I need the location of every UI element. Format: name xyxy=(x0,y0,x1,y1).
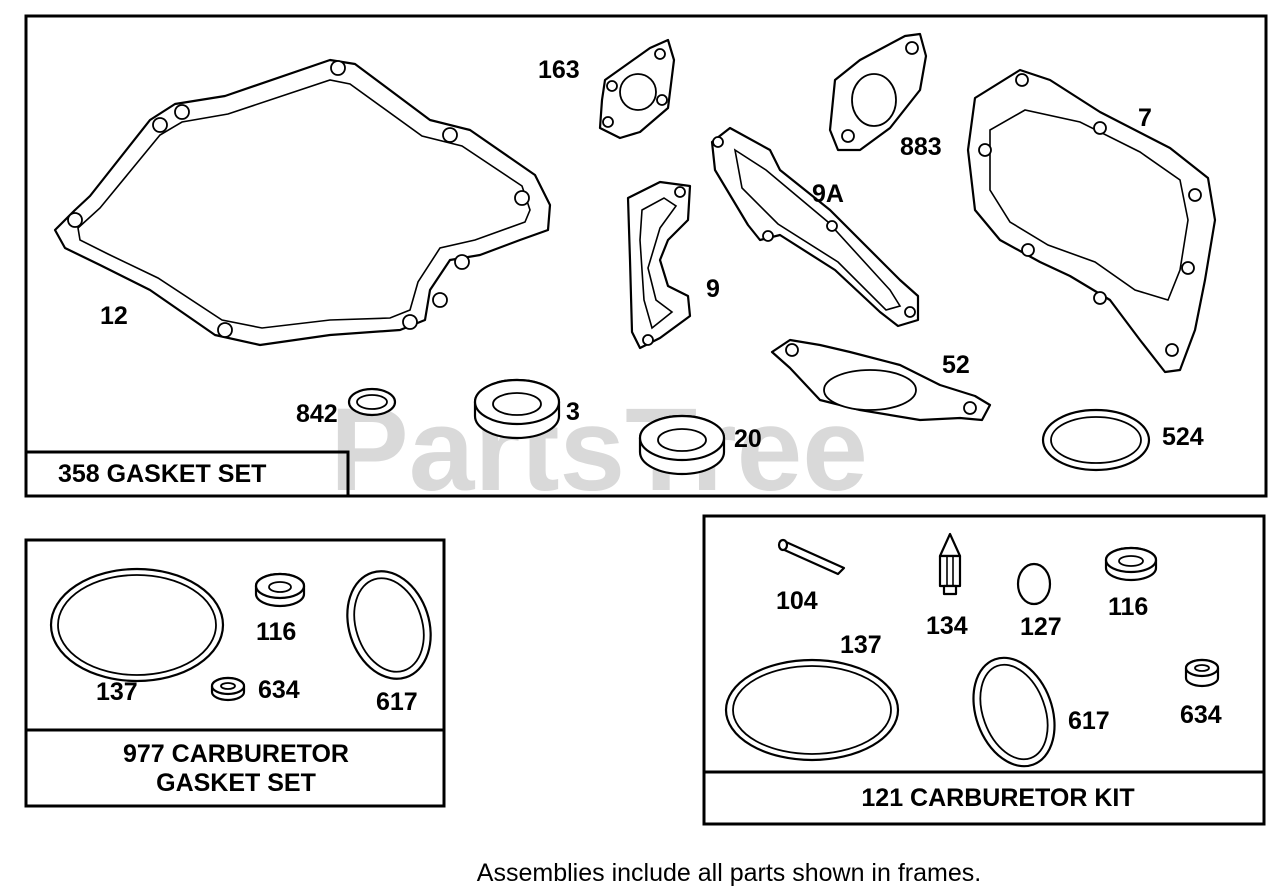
label-634-a: 634 xyxy=(258,676,300,704)
part-134-needle[interactable] xyxy=(938,532,962,596)
carb-gasket-set-border xyxy=(24,538,446,808)
label-127: 127 xyxy=(1020,613,1062,641)
part-842-ring[interactable] xyxy=(347,387,397,417)
label-842: 842 xyxy=(296,400,338,428)
part-3-seal[interactable] xyxy=(473,378,561,440)
part-634-washer-a[interactable] xyxy=(210,676,246,702)
label-883: 883 xyxy=(900,133,942,161)
part-116-washer-a[interactable] xyxy=(254,572,306,608)
carb-gasket-set-title-line1: 977 CARBURETOR xyxy=(123,740,349,768)
label-137-a: 137 xyxy=(96,678,138,706)
part-524-o-ring[interactable] xyxy=(1041,408,1151,472)
part-9-gasket[interactable] xyxy=(626,180,692,350)
part-116-washer-b[interactable] xyxy=(1104,546,1158,582)
part-137-gasket-b[interactable] xyxy=(724,658,900,762)
gasket-set-frame: 358 GASKET SET xyxy=(24,14,1268,498)
label-3: 3 xyxy=(566,398,580,426)
label-634-b: 634 xyxy=(1180,701,1222,729)
label-104: 104 xyxy=(776,587,818,615)
part-104-pin[interactable] xyxy=(777,538,846,576)
part-617-o-ring-b[interactable] xyxy=(959,646,1069,777)
label-134: 134 xyxy=(926,612,968,640)
part-127-plug[interactable] xyxy=(1016,562,1052,606)
label-20: 20 xyxy=(734,425,762,453)
part-163-gasket[interactable] xyxy=(598,38,676,140)
part-52-gasket[interactable] xyxy=(770,338,992,422)
carb-gasket-set-frame: 977 CARBURETOR GASKET SET xyxy=(24,538,446,808)
footer-note: Assemblies include all parts shown in fr… xyxy=(477,859,981,887)
carb-kit-border xyxy=(702,514,1266,826)
label-163: 163 xyxy=(538,56,580,84)
part-7-head-gasket[interactable] xyxy=(966,68,1217,374)
carb-kit-frame: 121 CARBURETOR KIT xyxy=(702,514,1266,826)
watermark: PartsTree xyxy=(330,384,868,516)
label-9a: 9A xyxy=(812,180,844,208)
part-9a-gasket[interactable] xyxy=(710,126,920,328)
label-116-b: 116 xyxy=(1108,593,1148,621)
label-137-b: 137 xyxy=(840,631,882,659)
part-12-crankcase-gasket[interactable] xyxy=(53,58,552,347)
part-883-gasket[interactable] xyxy=(828,32,928,152)
gasket-set-title-box xyxy=(26,450,350,496)
part-634-washer-b[interactable] xyxy=(1184,658,1220,688)
label-52: 52 xyxy=(942,351,970,379)
part-20-seal[interactable] xyxy=(638,414,726,476)
label-9: 9 xyxy=(706,275,720,303)
label-524: 524 xyxy=(1162,423,1204,451)
gasket-set-title: 358 GASKET SET xyxy=(58,460,266,488)
carb-gasket-set-title-line2: GASKET SET xyxy=(156,769,316,797)
label-617-a: 617 xyxy=(376,688,418,716)
label-617-b: 617 xyxy=(1068,707,1110,735)
carb-kit-title: 121 CARBURETOR KIT xyxy=(861,784,1134,812)
label-12: 12 xyxy=(100,302,128,330)
part-137-gasket-a[interactable] xyxy=(49,567,225,683)
label-116-a: 116 xyxy=(256,618,296,646)
label-7: 7 xyxy=(1138,104,1152,132)
gasket-set-border xyxy=(24,14,1268,498)
part-617-o-ring-a[interactable] xyxy=(334,560,444,689)
